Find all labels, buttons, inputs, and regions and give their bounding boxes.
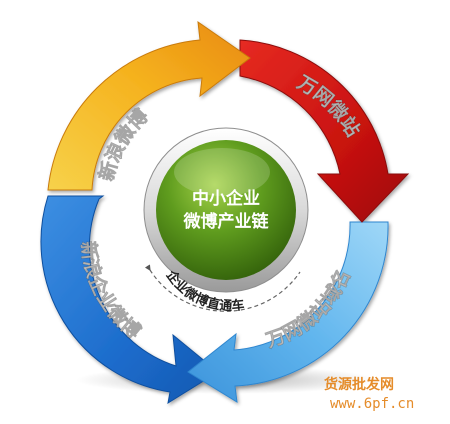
watermark-site-name: 货源批发网	[323, 376, 394, 393]
center-title-line1: 中小企业	[192, 188, 260, 209]
arrow-wanwang-site-domain	[187, 221, 389, 403]
cycle-dashed-arrow	[144, 264, 301, 312]
arrow-sina-enterprise-weibo	[40, 195, 219, 405]
watermark-url: www.6pf.cn	[330, 396, 414, 412]
arrow-wanwang-site	[239, 39, 410, 223]
center-hub: 中小企业 微博产业链	[143, 127, 309, 293]
arrow-sina-weibo	[47, 20, 251, 191]
center-title-line2: 微博产业链	[183, 211, 270, 232]
